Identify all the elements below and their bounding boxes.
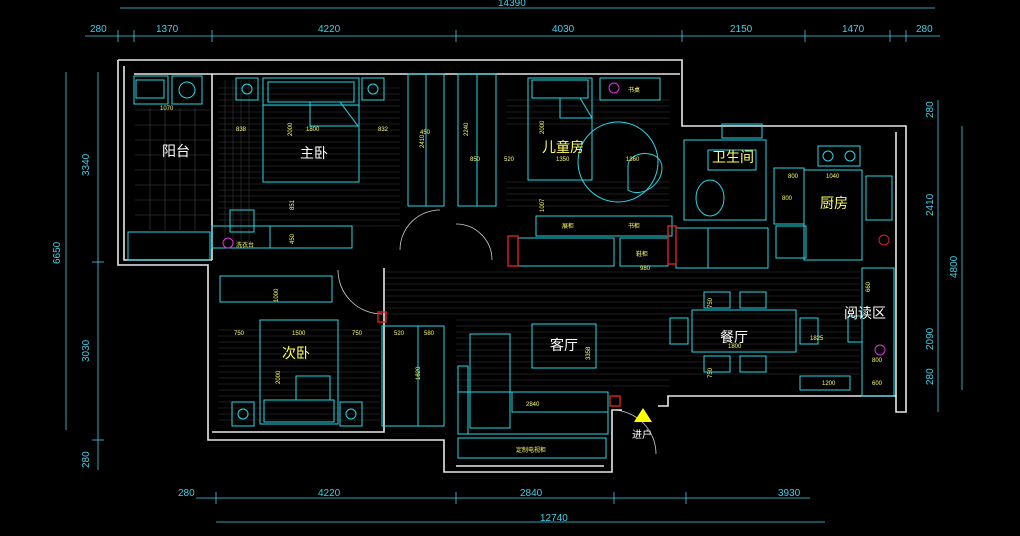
balcony-tile-grid (135, 108, 210, 230)
entrance-arrow-icon (634, 408, 652, 422)
dim-bottom-2: 2840 (520, 488, 543, 499)
room-reading: 阅读区 (844, 305, 886, 322)
room-living: 客厅 (550, 337, 578, 354)
top-dimension-chain (85, 7, 940, 42)
room-master-bedroom: 主卧 (300, 146, 328, 162)
lbl-dining-750a: 750 (708, 297, 714, 308)
room-kitchen: 厨房 (820, 196, 848, 212)
dim-bottom-1: 4220 (318, 488, 341, 499)
lbl-reading-600: 600 (872, 381, 883, 387)
lbl-kids-l: 850 (470, 157, 481, 163)
lbl-sec-1000: 1000 (274, 288, 280, 302)
lbl-dining-w: 1800 (728, 344, 742, 350)
lbl-sec-580: 580 (424, 331, 435, 337)
lbl-kids-bed: 1350 (556, 157, 570, 163)
lbl-kids-h: 2000 (540, 120, 546, 134)
left-dimension-chain (65, 72, 104, 470)
room-kids: 儿童房 (542, 139, 584, 156)
lbl-wardrobe3: 2240 (464, 122, 470, 136)
dim-left-3: 280 (81, 451, 92, 468)
room-balcony: 阳台 (162, 144, 190, 160)
lbl-sec-bed: 1500 (292, 331, 306, 337)
lbl-dining-750b: 750 (708, 367, 714, 378)
lbl-kids-r: 1360 (626, 157, 640, 163)
lbl-master-bed: 1800 (306, 127, 320, 133)
furniture (127, 73, 895, 459)
lbl-laundry: 洗衣台 (236, 241, 254, 249)
room-dining: 餐厅 (720, 330, 748, 346)
balcony-marker (222, 237, 234, 249)
dim-top-4: 2150 (730, 24, 753, 35)
lbl-1007: 1007 (540, 198, 546, 212)
dim-left-2: 3030 (81, 339, 92, 362)
lbl-master-h: 2000 (288, 122, 294, 136)
dim-right-2: 4800 (949, 255, 960, 278)
lbl-wardrobe2: 2410 (420, 134, 426, 148)
lbl-tv: 3358 (586, 346, 592, 360)
room-second-bedroom: 次卧 (282, 346, 310, 362)
door-arcs (337, 209, 657, 455)
dim-top-0: 280 (90, 24, 107, 35)
dim-left-0: 3340 (81, 153, 92, 176)
red-columns (377, 225, 677, 407)
bottom-dimension-chain (196, 492, 825, 523)
lbl-450: 450 (290, 233, 296, 244)
lbl-980: 980 (640, 266, 651, 272)
room-bathroom: 卫生间 (712, 150, 754, 166)
lbl-sec-r: 750 (352, 331, 363, 337)
inner-dimension-labels: 1070 838 1800 832 2000 450 2410 2240 850… (160, 86, 883, 454)
lbl-reading-1825: 1825 (810, 336, 824, 342)
dim-left-1: 6650 (52, 241, 63, 264)
dim-bottom-0: 280 (178, 488, 195, 499)
lbl-sofa: 2840 (526, 402, 540, 408)
dim-right-1: 2410 (925, 193, 936, 216)
lbl-tv-cab: 定制电视柜 (516, 446, 546, 454)
lbl-800a: 800 (788, 174, 799, 180)
floor-hatching-rows (218, 87, 860, 421)
lbl-kids-m: 520 (504, 157, 515, 163)
dim-top-1: 1370 (156, 24, 179, 35)
dim-right-3: 2090 (925, 327, 936, 350)
lbl-balcony-w: 1070 (160, 106, 174, 112)
lbl-reading-660: 660 (866, 281, 872, 292)
lbl-reading-800: 800 (872, 358, 883, 364)
room-entrance: 进户 (632, 428, 652, 441)
lbl-sec-h: 2000 (276, 370, 282, 384)
lbl-sec-520: 520 (394, 331, 405, 337)
lbl-sec-l: 750 (234, 331, 245, 337)
lbl-shelf: 展柜 (562, 222, 574, 230)
lbl-sec-1820: 1820 (416, 366, 422, 380)
lbl-master-r: 832 (378, 127, 389, 133)
lbl-1040: 1040 (826, 174, 840, 180)
dim-bottom-total: 12740 (540, 513, 568, 524)
floor-hatching (224, 80, 250, 245)
dim-top-total: 14390 (498, 0, 526, 9)
lbl-reading-1200: 1200 (822, 381, 836, 387)
dim-right-4: 280 (925, 368, 936, 385)
dim-bottom-3: 3930 (778, 488, 801, 499)
lbl-master-l: 838 (236, 127, 247, 133)
lbl-shoe: 鞋柜 (636, 250, 648, 258)
corner-marker (878, 234, 890, 246)
dim-top-5: 1470 (842, 24, 865, 35)
lbl-desk: 书桌 (628, 86, 640, 94)
dim-top-3: 4030 (552, 24, 575, 35)
dim-top-6: 280 (916, 24, 933, 35)
right-dimension-chain (937, 100, 963, 412)
dim-top-2: 4220 (318, 24, 341, 35)
dim-right-0: 280 (925, 101, 936, 118)
lbl-wardrobe1: 450 (420, 130, 431, 136)
lbl-bookshelf: 书柜 (628, 222, 640, 230)
lbl-851: 851 (290, 199, 296, 210)
lbl-800b: 800 (782, 196, 793, 202)
